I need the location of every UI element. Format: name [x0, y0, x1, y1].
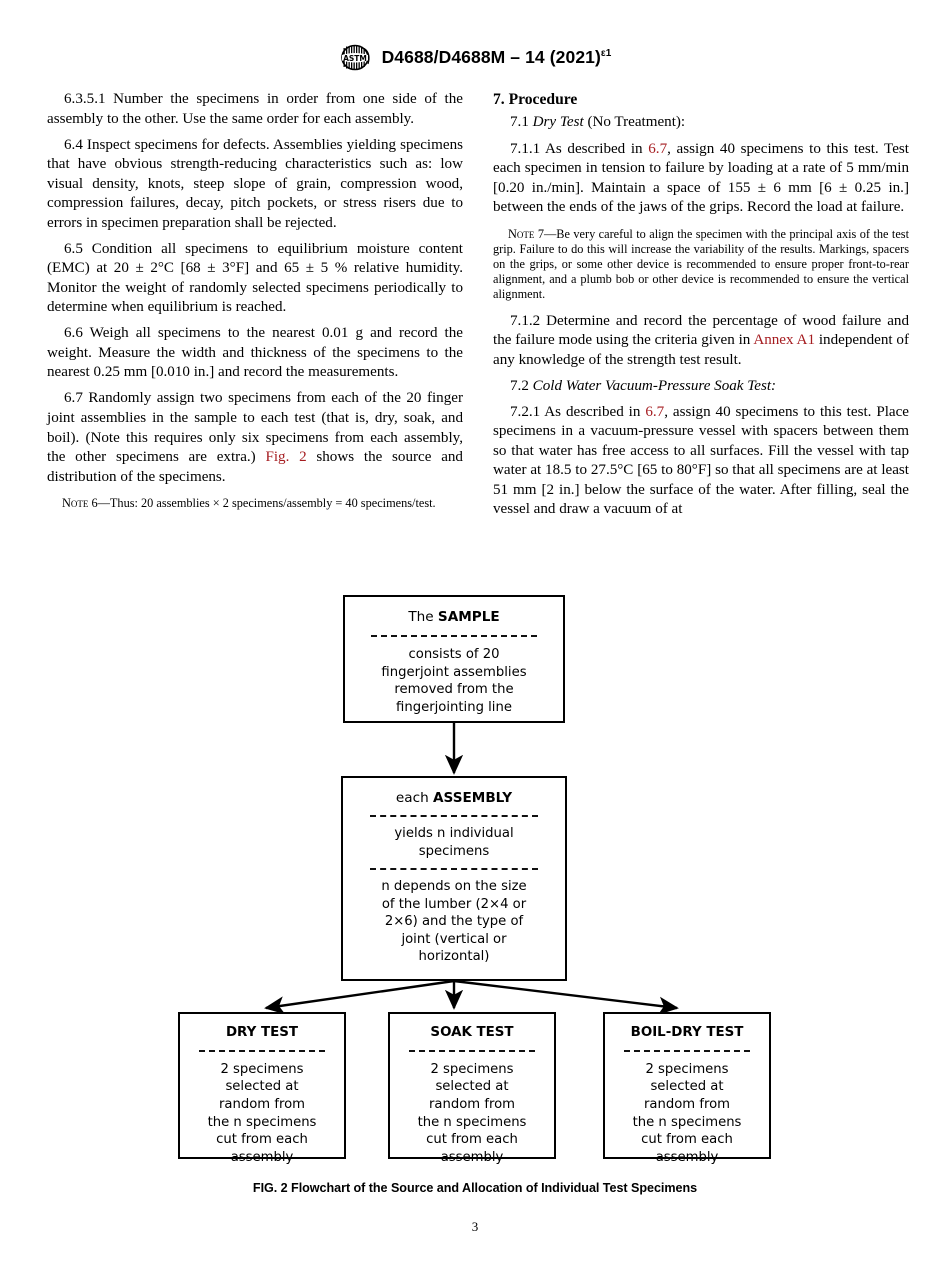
paragraph-7-1-1: 7.1.1 As described in 6.7, assign 40 spe… [493, 140, 909, 218]
flow-box-boil-dry-test-title: BOIL-DRY TEST [630, 1025, 744, 1040]
paragraph-7-1-rest: (No Treatment): [583, 114, 686, 131]
flow-box-dry-test-title: DRY TEST [225, 1025, 299, 1040]
flow-box-sample-title-bold: SAMPLE [437, 609, 500, 625]
paragraph-6-7: 6.7 Randomly assign two specimens from e… [47, 389, 463, 487]
standard-designation: D4688/D4688M – 14 (2021)ε1 [382, 47, 612, 68]
flow-box-dry-test: DRY TEST 2 specimens selected at random … [178, 1012, 346, 1165]
flow-box-dry-test-body: 2 specimens selected at random from the … [207, 1061, 317, 1165]
paragraph-6-3-5-1: 6.3.5.1 Number the specimens in order fr… [47, 91, 463, 127]
note-6-label: Note 6 [62, 496, 98, 511]
paragraph-7-1: 7.1 Dry Test (No Treatment): [493, 113, 909, 133]
flow-box-assembly-divider-2 [370, 868, 538, 871]
flow-box-sample-divider [371, 635, 537, 638]
paragraph-7-1-italic: Dry Test [532, 114, 584, 131]
paragraph-7-2-1-after: , assign 40 specimens to this test. Plac… [493, 403, 910, 518]
flow-box-dry-test-divider [199, 1049, 325, 1052]
paragraph-7-1-2-before: 7.1.2 Determine and record the percentag… [493, 312, 909, 349]
figure-2: The SAMPLE consists of 20 fingerjoint as… [0, 590, 950, 1210]
note-7: Note 7—Be very careful to align the spec… [493, 227, 909, 303]
flow-box-sample: The SAMPLE consists of 20 fingerjoint as… [343, 595, 565, 723]
flow-box-boil-dry-test: BOIL-DRY TEST 2 specimens selected at ra… [603, 1012, 771, 1165]
flow-box-sample-title: The SAMPLE [408, 608, 499, 626]
flow-box-boil-dry-test-body: 2 specimens selected at random from the … [632, 1061, 742, 1165]
flow-box-assembly-body-2: n depends on the size of the lumber (2×4… [381, 879, 527, 965]
paragraph-6-6: 6.6 Weigh all specimens to the nearest 0… [47, 325, 463, 381]
link-6-7-first[interactable]: 6.7 [648, 140, 668, 157]
paragraph-7-1-1-before: 7.1.1 As described in [510, 140, 649, 157]
paragraph-6-4: 6.4 Inspect specimens for defects. Assem… [47, 136, 463, 231]
flow-box-assembly-title: each ASSEMBLY [396, 789, 512, 807]
note-7-text: —Be very careful to align the specimen w… [493, 226, 909, 302]
astm-logo-icon: ASTM [340, 44, 370, 71]
flow-box-assembly-title-bold: ASSEMBLY [433, 790, 513, 806]
flow-box-assembly-divider-1 [370, 815, 538, 818]
flow-box-soak-test-title: SOAK TEST [430, 1025, 514, 1040]
section-heading-7: 7. Procedure [493, 91, 578, 108]
note-6: Note 6—Thus: 20 assemblies × 2 specimens… [47, 496, 463, 511]
connector-assembly-to-dry [264, 979, 455, 1015]
link-6-7-second[interactable]: 6.7 [645, 403, 665, 420]
paragraph-6-5: 6.5 Condition all specimens to equilibri… [47, 240, 463, 316]
page-header: ASTM D4688/D4688M – 14 (2021)ε1 [0, 44, 950, 71]
flow-box-boil-dry-test-divider [624, 1049, 750, 1052]
paragraph-7-1-1-after: , assign 40 specimens to this test. Test… [493, 140, 909, 216]
paragraph-6-7-text-before: 6.7 Randomly assign two specimens from e… [47, 390, 463, 466]
flow-box-sample-body: consists of 20 fingerjoint assemblies re… [381, 647, 527, 715]
svg-text:ASTM: ASTM [343, 54, 367, 63]
link-fig-2[interactable]: Fig. 2 [265, 449, 307, 466]
body-columns: 6.3.5.1 Number the specimens in order fr… [47, 90, 909, 560]
paragraph-6-7-text-after: shows the source and distribution of the… [47, 449, 463, 485]
flow-box-assembly-title-prefix: each [395, 790, 434, 806]
designation-superscript: ε1 [600, 48, 612, 60]
paragraph-7-2-1: 7.2.1 As described in 6.7, assign 40 spe… [493, 403, 909, 520]
paragraph-7-2-1-before: 7.2.1 As described in [510, 403, 646, 420]
designation-text: D4688/D4688M – 14 (2021) [381, 47, 601, 67]
flow-box-soak-test: SOAK TEST 2 specimens selected at random… [388, 1012, 556, 1165]
figure-caption: FIG. 2 Flowchart of the Source and Alloc… [252, 1181, 698, 1195]
flow-box-sample-title-prefix: The [408, 609, 438, 625]
paragraph-7-2: 7.2 Cold Water Vacuum-Pressure Soak Test… [493, 377, 909, 397]
flow-box-assembly: each ASSEMBLY yields n individual specim… [341, 776, 567, 981]
flow-box-soak-test-divider [409, 1049, 535, 1052]
paragraph-7-1-2-after: independent of any knowledge of the stre… [493, 332, 909, 368]
paragraph-7-1-2: 7.1.2 Determine and record the percentag… [493, 312, 909, 371]
link-annex-a1[interactable]: Annex A1 [753, 332, 815, 349]
flow-box-assembly-body-1: yields n individual specimens [394, 826, 514, 859]
note-7-label: Note 7 [508, 226, 544, 241]
paragraph-7-2-number: 7.2 [510, 377, 533, 394]
note-6-text: —Thus: 20 assemblies × 2 specimens/assem… [97, 496, 436, 511]
right-column: 7. Procedure 7.1 Dry Test (No Treatment)… [493, 90, 909, 520]
paragraph-7-2-italic: Cold Water Vacuum-Pressure Soak Test: [532, 377, 777, 394]
left-column: 6.3.5.1 Number the specimens in order fr… [47, 90, 463, 511]
connector-assembly-to-boil [453, 979, 679, 1015]
page-number: 3 [471, 1219, 479, 1234]
flow-box-soak-test-body: 2 specimens selected at random from the … [417, 1061, 527, 1165]
paragraph-7-1-number: 7.1 [510, 114, 533, 131]
flowchart-connectors [264, 723, 679, 1015]
